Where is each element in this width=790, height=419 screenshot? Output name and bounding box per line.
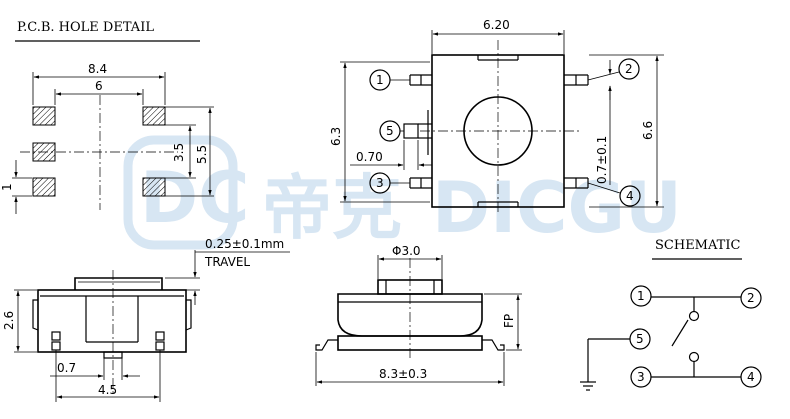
side-terminal-r2 — [155, 341, 165, 351]
travel-label: TRAVEL — [204, 255, 250, 269]
dim-6-label: 6 — [95, 79, 103, 93]
watermark-en-text: DICGU — [432, 167, 682, 249]
pad-bot-right — [142, 177, 166, 197]
schematic: SCHEMATIC 1 2 5 3 4 — [580, 238, 762, 391]
sch-pin-1-circle — [630, 285, 652, 307]
travel-value: 0.25±0.1mm — [205, 237, 284, 251]
pad-top-left — [32, 106, 56, 126]
dim-3-5-label: 3.5 — [172, 143, 186, 162]
dim-fp-label: FP — [502, 314, 516, 328]
dim-2-6-label: 2.6 — [2, 311, 16, 330]
dim-0-70-label: 0.70 — [356, 150, 383, 164]
watermark-logo-box — [123, 135, 238, 250]
side-leg-right — [185, 299, 192, 331]
front-terminal-left — [315, 339, 338, 351]
schematic-title: SCHEMATIC — [655, 238, 740, 253]
dim-6-20-label: 6.20 — [483, 18, 510, 32]
front-base — [337, 335, 483, 351]
sch-pin-1-label: 1 — [637, 289, 645, 303]
sch-contact-top — [688, 310, 700, 322]
terminal-2 — [564, 74, 589, 86]
dim-8-4-label: 8.4 — [88, 62, 107, 76]
terminal-3 — [409, 177, 432, 189]
side-terminal-l2 — [51, 341, 61, 351]
top-pin-5-label: 5 — [386, 124, 394, 138]
top-view: 1 2 3 4 5 6.20 6.3 6.6 0.7±0.1 — [329, 18, 664, 215]
sch-pin-2-circle — [740, 287, 762, 309]
side-terminal-r1 — [155, 331, 165, 341]
pad-bot-left — [32, 177, 56, 197]
dim-6-6-label: 6.6 — [641, 121, 655, 140]
top-pin-4-label: 4 — [626, 189, 634, 203]
top-pin-1-label: 1 — [376, 73, 384, 87]
dim-1-label: 1 — [0, 183, 14, 191]
dim-5-5-label: 5.5 — [195, 145, 209, 164]
top-pin-4-circle — [619, 185, 641, 207]
side-leg-left — [32, 299, 39, 331]
sch-switch-blade — [671, 319, 689, 347]
dim-0-7-label: 0.7 — [57, 361, 76, 375]
sch-pin-5-label: 5 — [636, 332, 644, 346]
side-terminal-l1 — [51, 331, 61, 341]
top-pin-3-label: 3 — [376, 176, 384, 190]
front-terminal-right — [482, 339, 505, 351]
watermark-logo-letters: DC — [140, 157, 249, 239]
terminal-1 — [409, 74, 432, 86]
side-plunger — [74, 277, 163, 290]
watermark: DC 帝克 DICGU — [123, 135, 682, 250]
dim-4-5-label: 4.5 — [98, 383, 117, 397]
top-pin-2-label: 2 — [625, 62, 633, 76]
dim-0-7-tol-label: 0.7±0.1 — [595, 136, 609, 184]
sch-pin-3-label: 3 — [637, 370, 645, 384]
sch-contact-bottom — [688, 351, 700, 363]
dim-6-3-label: 6.3 — [329, 127, 343, 146]
watermark-cn-text: 帝克 — [262, 167, 402, 249]
dim-8-3-label: 8.3±0.3 — [379, 367, 427, 381]
sch-pin-2-label: 2 — [747, 291, 755, 305]
front-view: Φ3.0 FP 8.3±0.3 — [315, 244, 522, 386]
sch-pin-4-label: 4 — [747, 370, 755, 384]
side-view: 0.25±0.1mm TRAVEL 2.6 0.7 4.5 — [2, 237, 290, 402]
pcb-hole-detail-title: P.C.B. HOLE DETAIL — [17, 20, 154, 35]
dim-phi-label: Φ3.0 — [392, 244, 421, 258]
pcb-hole-detail: P.C.B. HOLE DETAIL 8.4 6 3.5 5.5 — [0, 20, 214, 214]
top-pin-2-circle — [618, 58, 640, 80]
pad-top-right — [142, 106, 166, 126]
